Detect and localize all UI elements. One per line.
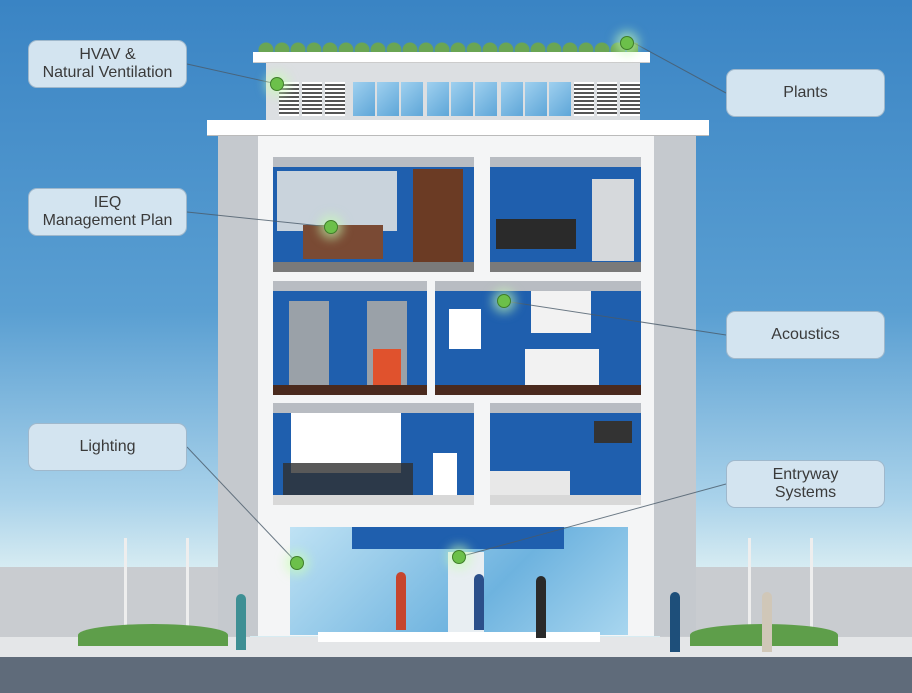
window [475,82,497,116]
room-elevators [273,281,427,395]
roof-cap [253,52,650,63]
window [377,82,399,116]
streetlamp [124,538,127,638]
streetlamp [748,538,751,638]
sidewalk [0,637,912,657]
callout-entryway[interactable]: Entryway Systems [726,460,885,508]
pedestrian [474,574,484,630]
marker-ieq[interactable] [324,220,338,234]
vent [574,82,594,116]
vent [279,82,299,116]
room-presentation [273,403,474,505]
vent [597,82,617,116]
connector-lighting [186,446,298,564]
connector-acoustics [503,300,727,336]
entry-steps [318,632,600,642]
window [549,82,571,116]
room-meeting [435,281,641,395]
connector-plants [633,42,727,94]
window [451,82,473,116]
callout-hvav[interactable]: HVAV & Natural Ventilation [28,40,187,88]
streetlamp [186,538,189,638]
callout-plants[interactable]: Plants [726,69,885,117]
marker-plants[interactable] [620,36,634,50]
window [525,82,547,116]
marker-hvav[interactable] [270,77,284,91]
streetlamp [810,538,813,638]
connector-ieq [186,211,332,228]
marker-entryway[interactable] [452,550,466,564]
connector-hvav [186,63,278,85]
pedestrian [670,592,680,652]
roof-plants [258,40,638,54]
vent [325,82,345,116]
roof-slab [207,120,709,136]
marker-acoustics[interactable] [497,294,511,308]
pedestrian [762,592,772,652]
hedge [78,624,228,646]
pedestrian [396,572,406,630]
room-office [273,157,474,272]
entry-banner [352,527,564,549]
room-lobby [490,157,641,272]
window [501,82,523,116]
street [0,657,912,693]
window [401,82,423,116]
pedestrian [536,576,546,638]
window [427,82,449,116]
pedestrian [236,594,246,650]
callout-ieq[interactable]: IEQ Management Plan [28,188,187,236]
room-reception [490,403,641,505]
vent [620,82,640,116]
connector-entryway [458,483,727,558]
callout-lighting[interactable]: Lighting [28,423,187,471]
window [353,82,375,116]
vent [302,82,322,116]
marker-lighting[interactable] [290,556,304,570]
callout-acoustics[interactable]: Acoustics [726,311,885,359]
